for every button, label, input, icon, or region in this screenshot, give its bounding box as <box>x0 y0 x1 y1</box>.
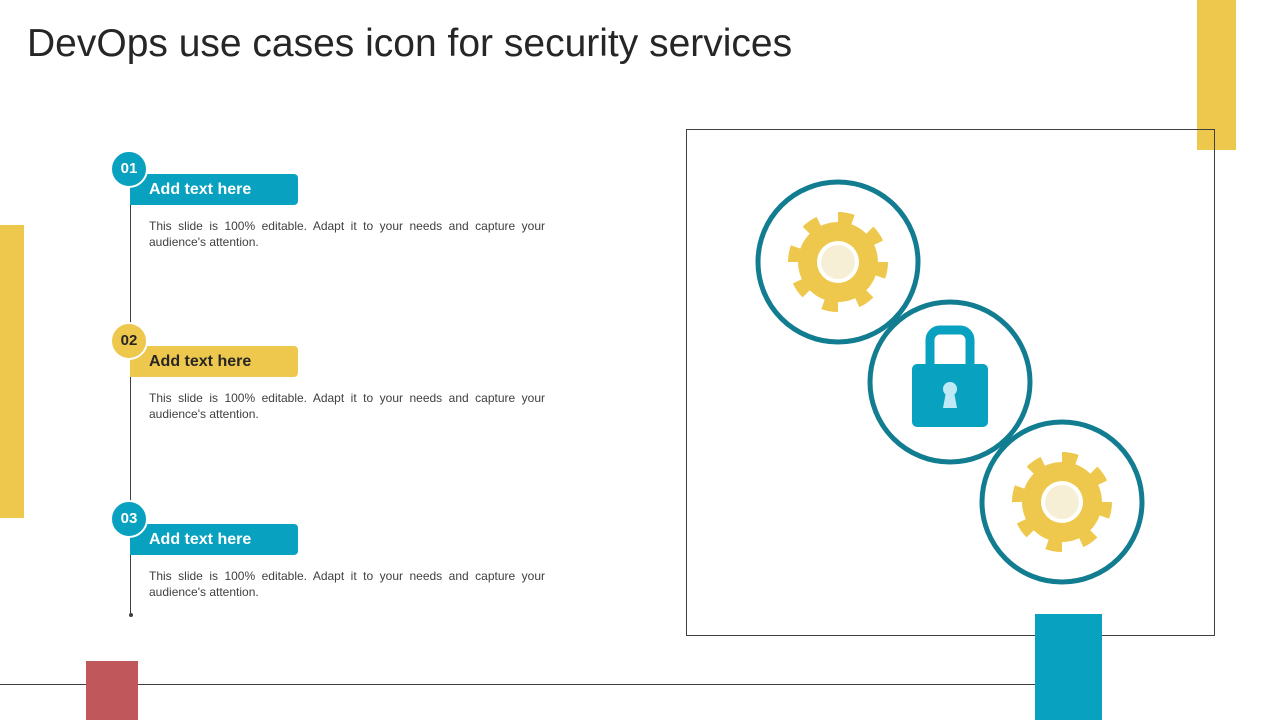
icon-frame <box>686 129 1215 636</box>
item-number-badge: 02 <box>110 322 148 360</box>
item-description: This slide is 100% editable. Adapt it to… <box>149 219 545 249</box>
lock-circle <box>867 299 1033 465</box>
gear-circle-top <box>755 179 921 345</box>
item-heading: Add text here <box>130 346 298 377</box>
gear-icon <box>1012 452 1112 552</box>
item-number-badge: 01 <box>110 150 148 188</box>
bottom-red-block <box>86 661 138 720</box>
timeline-end-dot <box>129 613 133 617</box>
page-title: DevOps use cases icon for security servi… <box>27 22 793 65</box>
item-heading: Add text here <box>130 524 298 555</box>
bottom-line <box>0 684 1068 685</box>
gear-icon <box>788 212 888 312</box>
left-accent-bar <box>0 225 24 518</box>
timeline-line <box>130 168 131 615</box>
item-heading: Add text here <box>130 174 298 205</box>
item-description: This slide is 100% editable. Adapt it to… <box>149 569 545 599</box>
item-description: This slide is 100% editable. Adapt it to… <box>149 391 545 421</box>
top-right-accent-bar <box>1197 0 1236 150</box>
lock-icon <box>912 325 988 427</box>
bottom-blue-bar <box>1035 614 1102 720</box>
item-number-badge: 03 <box>110 500 148 538</box>
gear-circle-bottom <box>979 419 1145 585</box>
